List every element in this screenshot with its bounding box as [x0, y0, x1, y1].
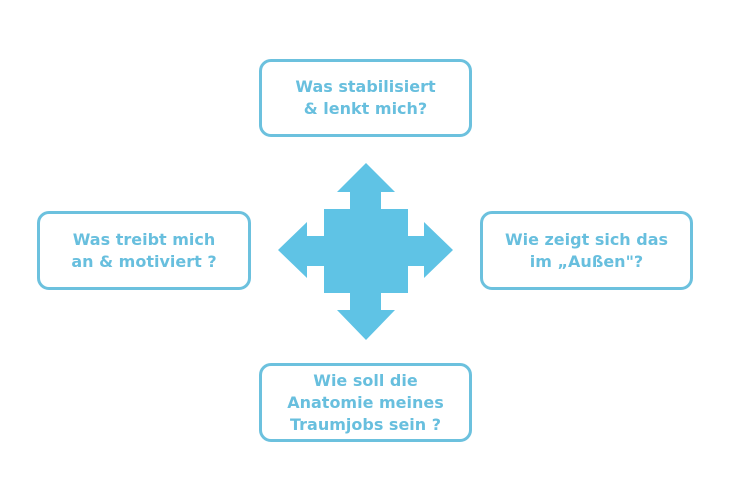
- question-line: Wie soll die: [313, 370, 418, 390]
- question-line: Wie zeigt sich das: [504, 229, 669, 249]
- question-line: Traumjobs sein ?: [289, 414, 442, 434]
- question-line: an & motiviert ?: [71, 251, 217, 271]
- question-box-left: Was treibt mich an & motiviert ?: [37, 211, 251, 290]
- question-line: Anatomie meines: [287, 392, 444, 412]
- question-box-top: Was stabilisiert & lenkt mich?: [259, 59, 472, 137]
- question-line: im „Außen"?: [529, 251, 644, 271]
- four-way-arrow-shape: [278, 163, 453, 340]
- question-line: Was stabilisiert: [295, 77, 436, 96]
- question-box-right: Wie zeigt sich das im „Außen"?: [480, 211, 693, 290]
- question-line: & lenkt mich?: [303, 99, 428, 118]
- question-box-bottom: Wie soll die Anatomie meines Traumjobs s…: [259, 363, 472, 442]
- question-line: Was treibt mich: [72, 229, 216, 249]
